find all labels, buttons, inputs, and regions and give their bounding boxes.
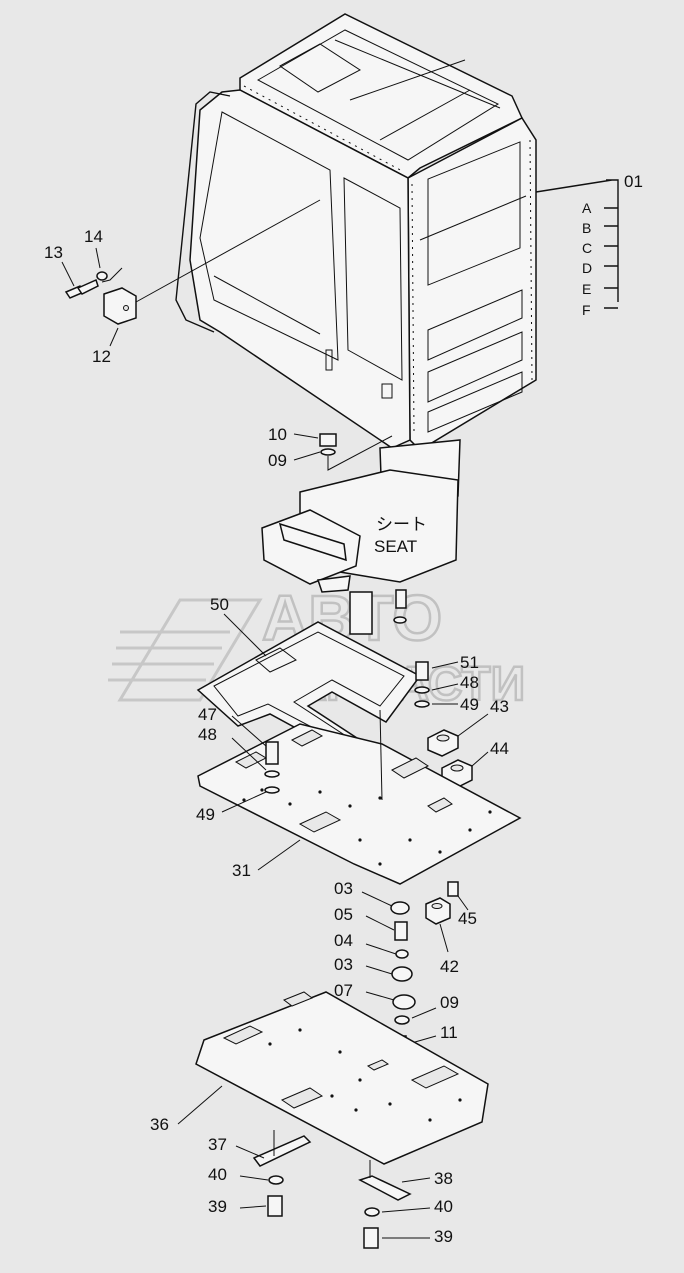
callout-40-left: 40 bbox=[208, 1165, 227, 1184]
seat-label-en: SEAT bbox=[374, 537, 417, 556]
variant-f: F bbox=[582, 302, 591, 318]
bolt-group-right: 51 48 49 bbox=[414, 653, 479, 714]
callout-42: 42 bbox=[440, 957, 459, 976]
callout-40-right: 40 bbox=[434, 1197, 453, 1216]
callout-31: 31 bbox=[232, 861, 251, 880]
callout-12: 12 bbox=[92, 347, 111, 366]
callout-45: 45 bbox=[458, 909, 477, 928]
callout-04: 04 bbox=[334, 931, 353, 950]
watermark-logo-icon bbox=[108, 598, 263, 702]
callout-39-left: 39 bbox=[208, 1197, 227, 1216]
callout-47: 47 bbox=[198, 705, 217, 724]
callout-09-lower: 09 bbox=[440, 993, 459, 1012]
cab-assembly bbox=[175, 13, 537, 451]
callout-14: 14 bbox=[84, 227, 103, 246]
callout-50: 50 bbox=[210, 595, 229, 614]
variant-bracket: 01 A B C D E F bbox=[535, 172, 643, 318]
callout-38: 38 bbox=[434, 1169, 453, 1188]
callout-13: 13 bbox=[44, 243, 63, 262]
callout-05: 05 bbox=[334, 905, 353, 924]
floor-mat-50: 50 bbox=[196, 595, 422, 753]
seat: シート SEAT bbox=[261, 439, 461, 635]
callout-48-left: 48 bbox=[198, 725, 217, 744]
callout-11: 11 bbox=[440, 1023, 458, 1042]
callout-39-right: 39 bbox=[434, 1227, 453, 1246]
variant-e: E bbox=[582, 281, 591, 297]
callout-01: 01 bbox=[624, 172, 643, 191]
variant-a: A bbox=[582, 200, 592, 216]
callout-49-left: 49 bbox=[196, 805, 215, 824]
plate-31: 47 48 49 31 bbox=[196, 705, 522, 885]
callout-43: 43 bbox=[490, 697, 509, 716]
callout-09-upper: 09 bbox=[268, 451, 287, 470]
plate-36: 36 bbox=[150, 991, 489, 1165]
lock-bracket-group: 13 14 12 bbox=[44, 199, 321, 366]
callout-03-upper: 03 bbox=[334, 879, 353, 898]
callout-10: 10 bbox=[268, 425, 287, 444]
callout-44: 44 bbox=[490, 739, 509, 758]
callout-07: 07 bbox=[334, 981, 353, 1000]
callout-36: 36 bbox=[150, 1115, 169, 1134]
variant-c: C bbox=[582, 240, 592, 256]
callout-03-lower: 03 bbox=[334, 955, 353, 974]
parts-42-45: 45 42 bbox=[425, 881, 477, 976]
callout-37: 37 bbox=[208, 1135, 227, 1154]
variant-d: D bbox=[582, 260, 592, 276]
cab-nut-group: 10 09 bbox=[268, 425, 393, 471]
callout-51: 51 bbox=[460, 653, 479, 672]
callout-49-right: 49 bbox=[460, 695, 479, 714]
seat-label-jp: シート bbox=[376, 515, 427, 534]
callout-48-right: 48 bbox=[460, 673, 479, 692]
bracket-fasteners: 37 40 39 38 40 39 bbox=[208, 1130, 453, 1249]
variant-b: B bbox=[582, 220, 591, 236]
